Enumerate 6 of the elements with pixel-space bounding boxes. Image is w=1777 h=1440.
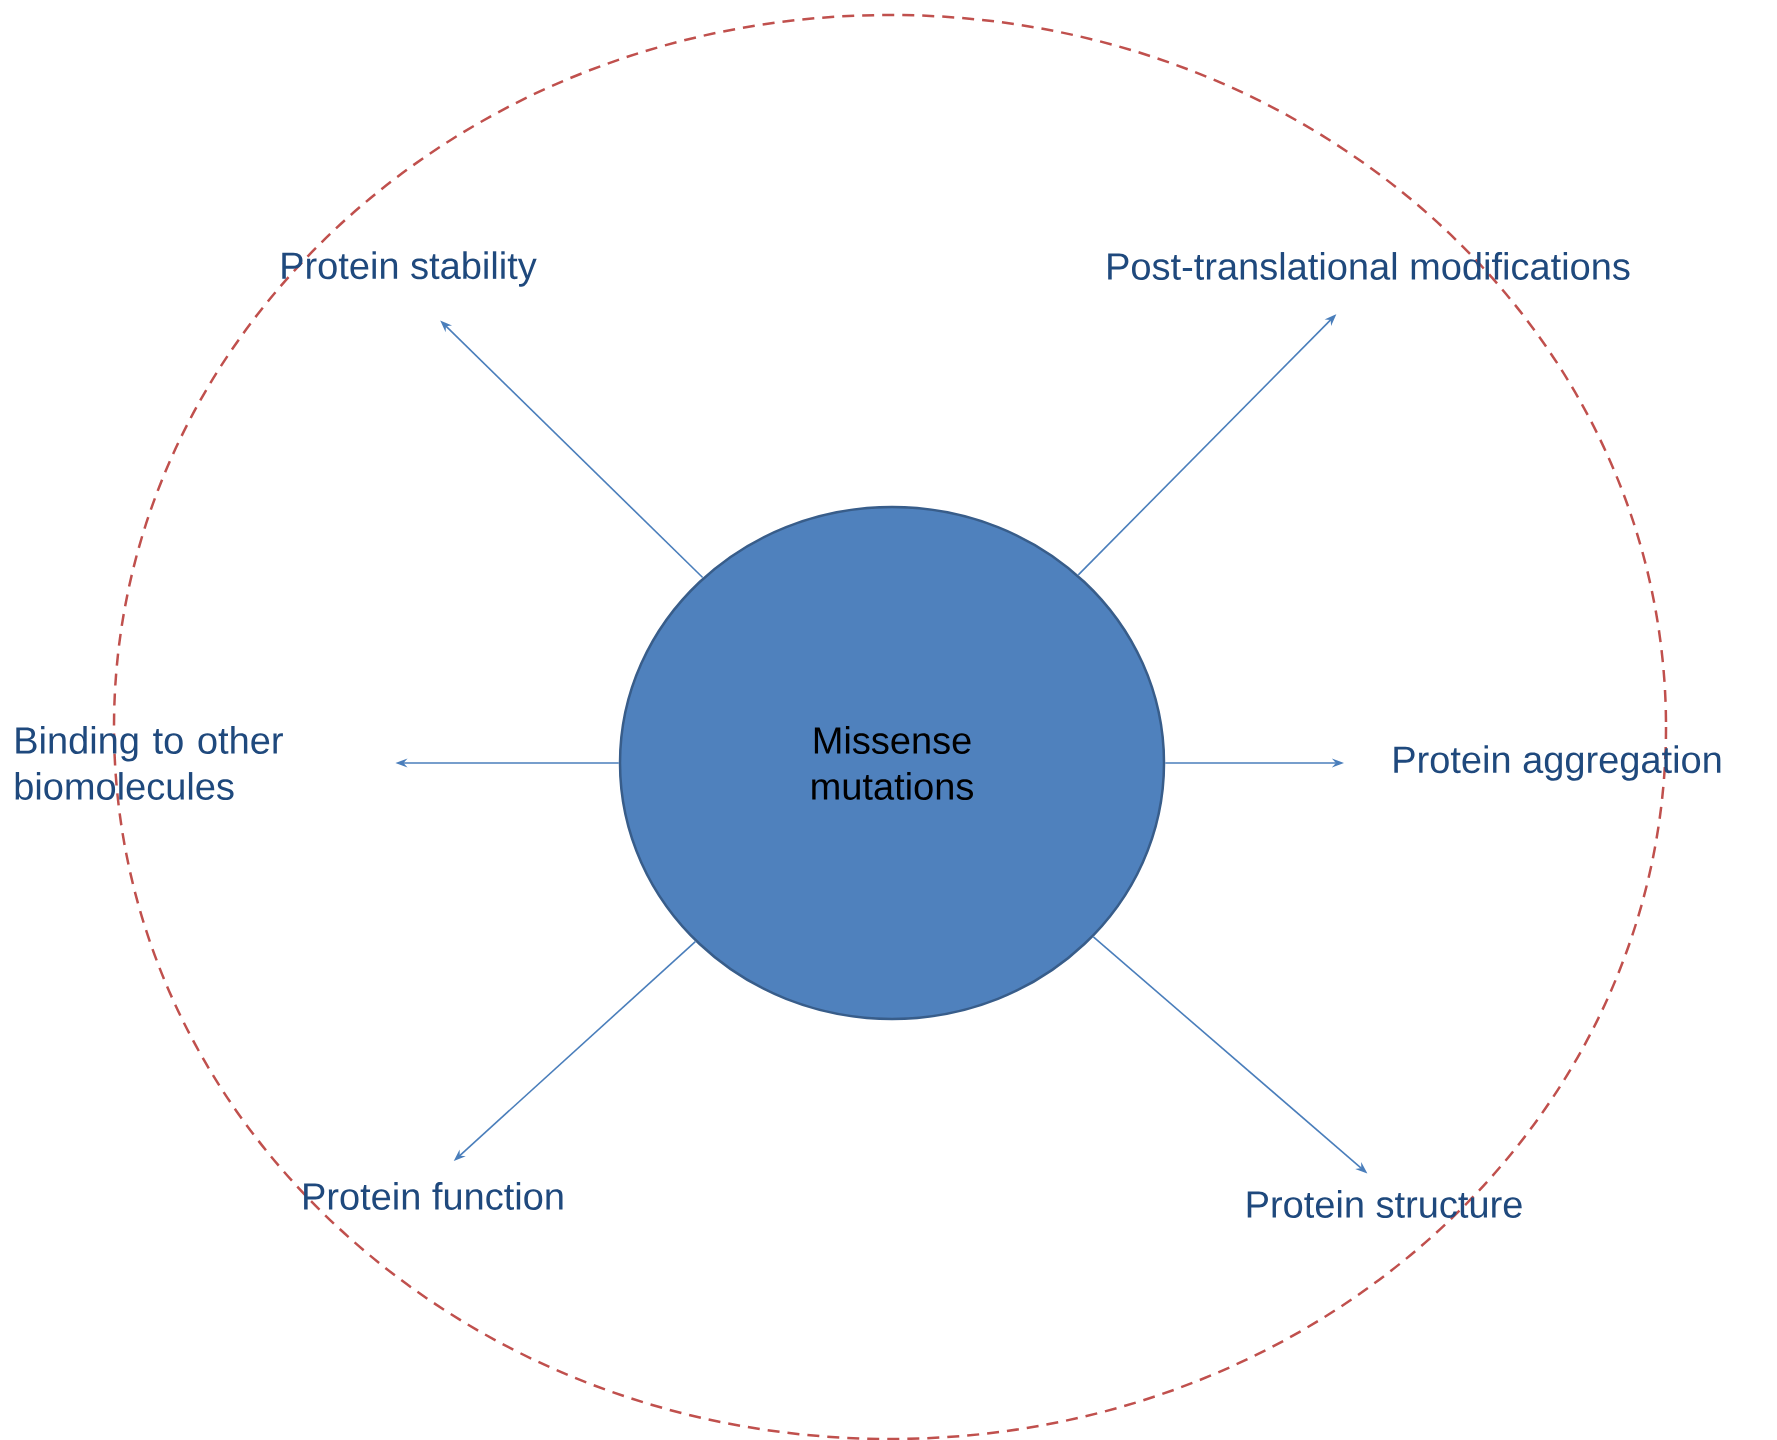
effect-label: Protein structure bbox=[1247, 1190, 1522, 1218]
effect-label: Protein stability bbox=[282, 251, 537, 287]
effect-label: Binding to other biomolecules bbox=[15, 726, 283, 800]
effect-label: Protein function bbox=[304, 1182, 563, 1210]
effect-label: Post-translational modifications bbox=[1108, 252, 1630, 280]
effect-label: Protein aggregation bbox=[1394, 745, 1721, 781]
